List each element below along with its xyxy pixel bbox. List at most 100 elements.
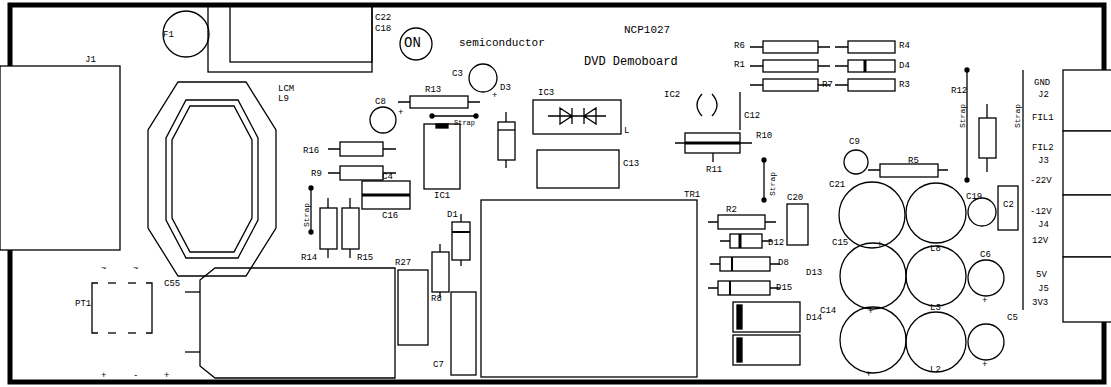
component-label: FIL2 [1032, 143, 1054, 153]
component-label: D15 [776, 283, 792, 293]
resistor-symbol [398, 96, 480, 108]
diode-symbol [498, 112, 515, 168]
component-label: 5V [1036, 270, 1047, 280]
component-label: R10 [756, 131, 772, 141]
component-label: J4 [1038, 220, 1049, 230]
component-label: C8 [375, 97, 386, 107]
component-label: C2 [1003, 200, 1014, 210]
component-label: IC1 [434, 191, 450, 201]
component-label: + [398, 108, 403, 118]
component-label: C16 [382, 211, 398, 221]
component-label: + [877, 240, 882, 250]
component-label: C20 [787, 193, 803, 203]
component-label: + [101, 371, 106, 381]
component-label: C15 [832, 238, 848, 248]
strap-line [309, 68, 1023, 310]
component-label: R8 [431, 294, 442, 304]
capacitor-symbol [370, 107, 396, 133]
component-label: J5 [1038, 284, 1049, 294]
component-label: Strap [1013, 104, 1022, 128]
resistor-symbol [320, 142, 396, 258]
component-label: + [982, 296, 987, 306]
component-label: -12V [1030, 207, 1052, 217]
component-label: R15 [357, 253, 373, 263]
component-label: L9 [278, 94, 289, 104]
component-label: R12 [951, 86, 967, 96]
component-label: C5 [1007, 313, 1018, 323]
component-label: C13 [623, 159, 639, 169]
capacitor-symbol [451, 292, 476, 375]
component-label: D14 [806, 313, 822, 323]
component-label: - [133, 371, 138, 381]
component-label: L8 [930, 244, 941, 254]
component-label: D1 [447, 210, 458, 220]
inductor-outline [148, 82, 276, 276]
component-label: Strap [958, 104, 967, 128]
component-label: ON [404, 36, 421, 51]
component-label: J2 [1038, 90, 1049, 100]
component-label: ~ [101, 264, 106, 274]
component-label: + [164, 371, 169, 381]
component-label: IC3 [538, 88, 554, 98]
bridge-outline [92, 283, 152, 333]
ic-outline [533, 100, 621, 188]
component-label: FIL1 [1032, 113, 1054, 123]
component-label: + [982, 360, 987, 370]
resistor-symbol [868, 104, 996, 177]
component-label: Strap [454, 119, 475, 127]
component-label: LCM [278, 84, 294, 94]
component-label: ~ [133, 264, 138, 274]
strap-line [430, 114, 478, 118]
component-label: D8 [778, 258, 789, 268]
component-label: + [868, 307, 873, 317]
logo-circle [400, 28, 432, 60]
ic-outline [424, 124, 460, 189]
component-label: R14 [301, 253, 317, 263]
component-label: C9 [849, 137, 860, 147]
capacitor-symbol [787, 204, 808, 245]
component-label: R9 [311, 169, 322, 179]
component-label: R3 [899, 80, 910, 90]
component-label: D3 [500, 83, 511, 93]
component-label: + [866, 370, 871, 380]
component-label: C12 [744, 111, 760, 121]
board-outline [10, 5, 1104, 382]
component-label: L2 [930, 365, 941, 375]
component-label: D4 [899, 61, 910, 71]
output-connectors [1063, 70, 1111, 322]
component-label: R1 [734, 60, 745, 70]
component-label: L [624, 126, 629, 136]
component-label: C3 [452, 69, 463, 79]
ic-outline [697, 92, 740, 130]
component-label: Strap [302, 203, 311, 227]
component-label: R4 [899, 41, 910, 51]
resistor-symbol [675, 133, 752, 162]
resistor-symbol [750, 41, 895, 91]
component-label: R5 [908, 156, 919, 166]
component-label: NCP1027 [624, 24, 670, 36]
component-label: D13 [806, 268, 822, 278]
transformer-outline [481, 200, 697, 377]
capacitor-symbol [362, 181, 410, 209]
capacitor-symbol [839, 150, 1018, 373]
component-label: R6 [734, 41, 745, 51]
component-label: semiconductor [459, 37, 545, 49]
component-label: F1 [163, 30, 174, 40]
component-label: C4 [382, 172, 393, 182]
component-label: TR1 [684, 190, 700, 200]
component-label: C22 [375, 13, 391, 23]
diode-symbol [708, 215, 800, 365]
component-label: C18 [375, 24, 391, 34]
component-label: -22V [1030, 176, 1052, 186]
component-label: 12V [1032, 236, 1048, 246]
component-label: R7 [822, 80, 833, 90]
component-label: J1 [85, 55, 96, 65]
diode-symbol [452, 214, 470, 266]
component-label: C14 [820, 306, 836, 316]
component-label: C55 [164, 279, 180, 289]
component-label: C19 [966, 192, 982, 202]
component-label: R16 [303, 146, 319, 156]
capacitor-outline [208, 6, 372, 72]
